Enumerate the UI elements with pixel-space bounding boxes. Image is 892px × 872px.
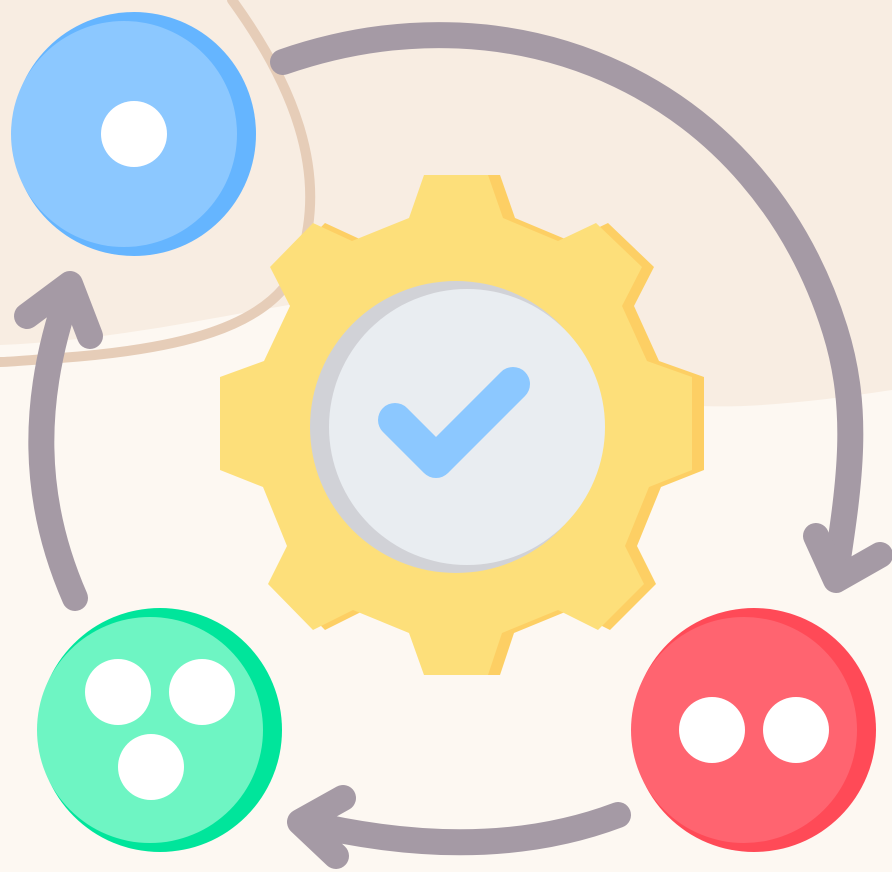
green-three-dot-circle-icon: [37, 608, 282, 852]
arrow-top-right: [270, 22, 864, 585]
dot: [679, 697, 745, 763]
arrowhead-top-right: [803, 523, 892, 593]
arrowhead-bottom: [287, 785, 356, 869]
arrow-left: [28, 275, 88, 611]
arrowhead-left: [14, 271, 103, 349]
cycle-arrow-icon: [14, 22, 892, 869]
dot: [118, 734, 184, 800]
blue-one-dot-circle-icon: [11, 12, 256, 256]
checkmark-icon: [378, 367, 530, 478]
arrow-bottom: [289, 802, 631, 856]
dot: [763, 697, 829, 763]
red-two-dot-circle-icon: [631, 608, 876, 852]
dot: [169, 659, 235, 725]
dot: [85, 659, 151, 725]
dot: [101, 101, 167, 167]
